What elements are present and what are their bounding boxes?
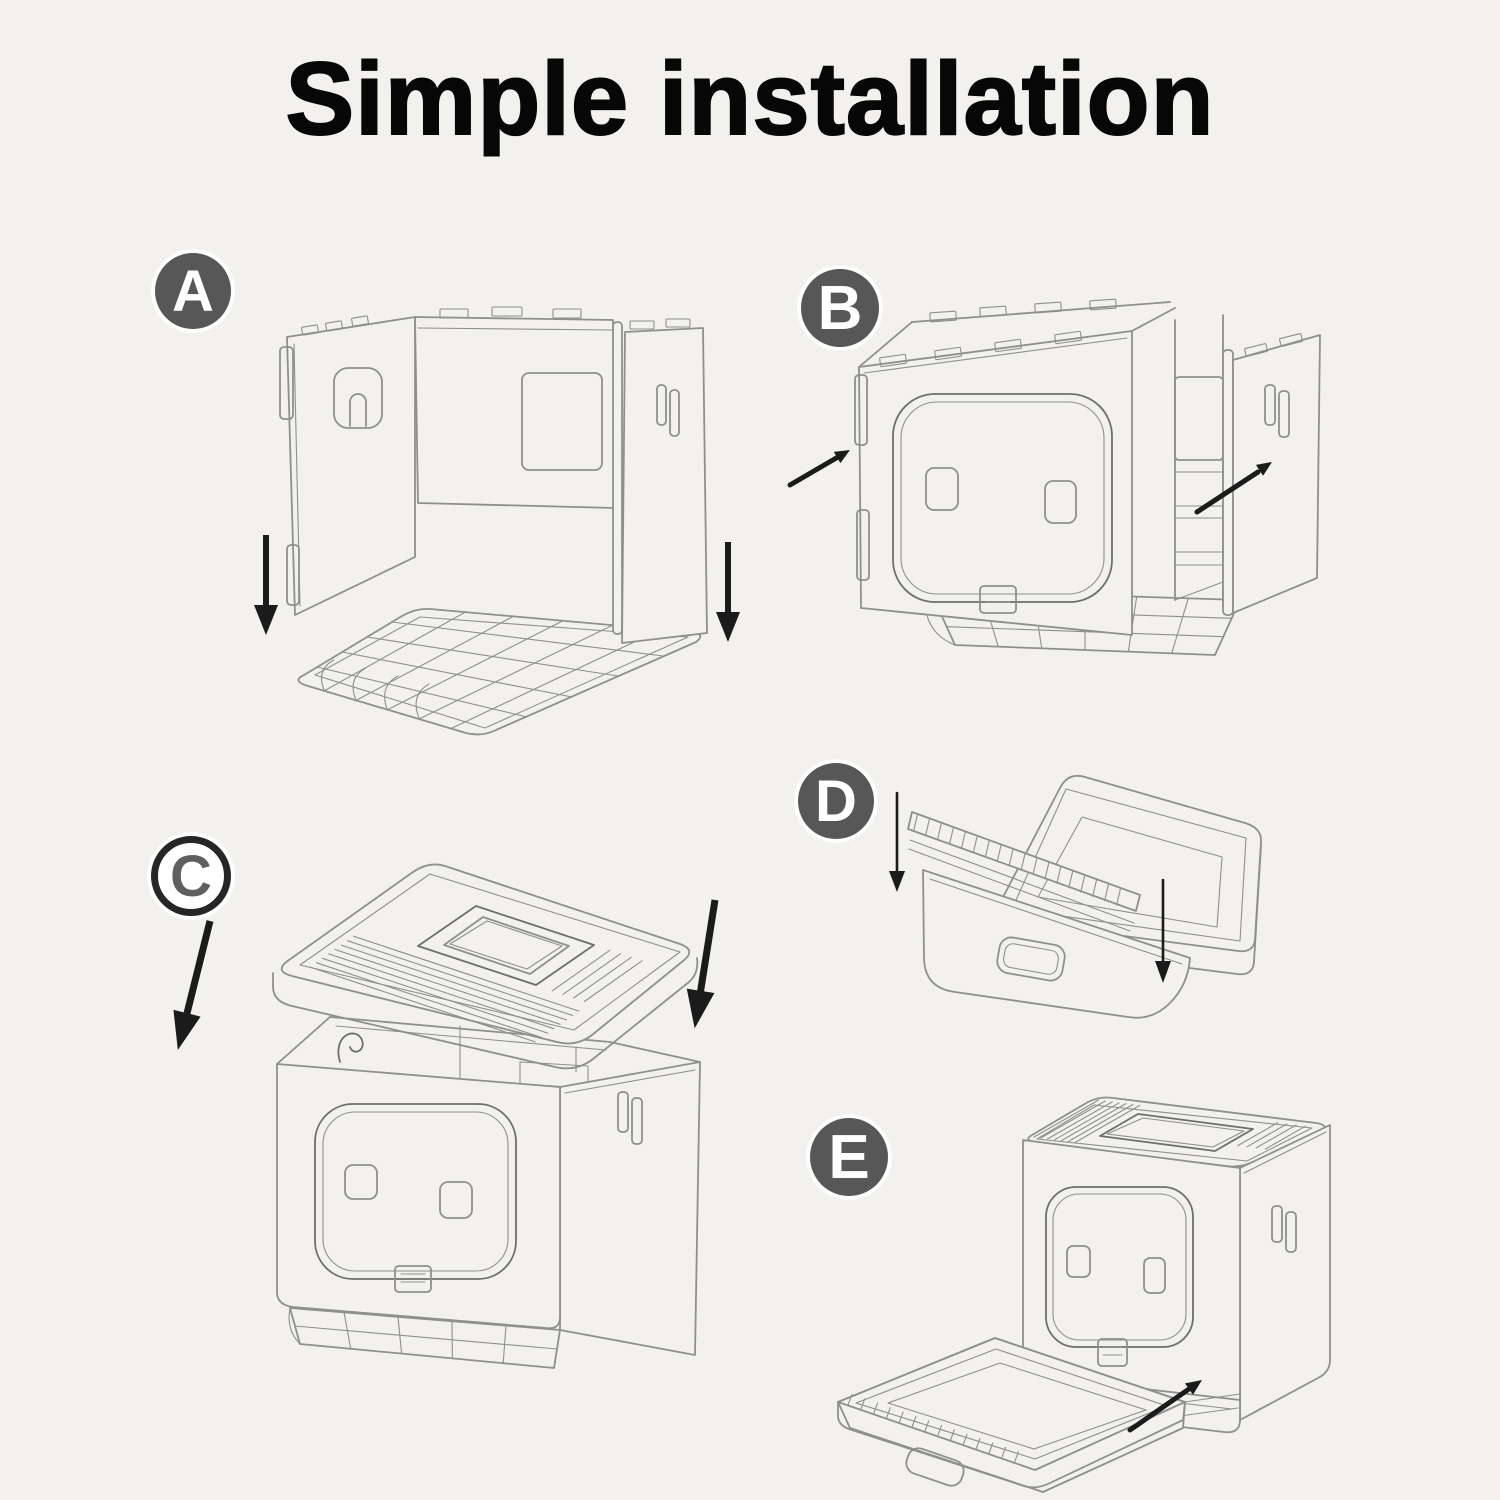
panel-top-tabs	[629, 318, 691, 330]
panel-slot-hole	[656, 384, 680, 437]
vent-grid	[521, 372, 603, 471]
left-side-panel	[279, 315, 416, 616]
drawer-handle	[905, 1447, 965, 1487]
front-door-panel	[854, 330, 1133, 636]
base-grid-lines	[316, 611, 664, 730]
grate-ribs	[847, 1393, 1019, 1464]
panel-slot-hole	[1264, 384, 1290, 438]
back-panel	[414, 306, 616, 509]
waste-drawer	[837, 1337, 1241, 1493]
page-title: Simple installation	[284, 40, 1215, 157]
up-right-arrow-icon	[1127, 1380, 1202, 1433]
grate-ribs	[913, 813, 1122, 906]
door-latch	[979, 585, 1017, 614]
lid-opening	[417, 905, 595, 986]
right-side-panel	[621, 318, 708, 644]
waste-drawer	[922, 869, 1191, 1019]
step-a-illustration-panels-onto-base	[254, 306, 740, 736]
step-c-illustration-lid-onto-box	[173, 863, 719, 1369]
step-c-badge: C	[151, 836, 231, 916]
latch-hook	[337, 1032, 364, 1063]
down-arrow-icon	[889, 791, 905, 892]
lid-ribs	[309, 935, 643, 1043]
panel-handle-hole	[333, 367, 383, 429]
corner-post	[1222, 349, 1234, 616]
corner-post	[612, 321, 623, 635]
down-arrow-icon	[254, 535, 278, 635]
up-right-arrow-icon	[1194, 462, 1272, 515]
step-e-illustration-slide-drawer-in	[837, 1096, 1331, 1493]
step-d-illustration-grate-into-drawer	[889, 774, 1262, 1019]
right-side-panel	[1232, 333, 1321, 614]
step-b-illustration-attach-front-panel	[787, 298, 1321, 656]
lid-opening	[1099, 1113, 1254, 1152]
right-side-panel	[559, 1061, 701, 1356]
panel-top-tabs	[439, 306, 582, 319]
step-b-badge: B	[801, 269, 879, 347]
front-door-panel	[276, 1063, 561, 1330]
vent-grid	[1174, 376, 1224, 461]
finished-box	[1022, 1096, 1331, 1434]
drawer-handle	[996, 936, 1066, 982]
down-arrow-icon	[716, 542, 740, 642]
assembled-box	[276, 1016, 701, 1369]
panel-top-tabs	[301, 315, 369, 336]
box-top-rim	[858, 298, 1176, 368]
top-lid	[272, 863, 699, 1073]
step-a-badge: A	[155, 253, 231, 329]
cat-door-opening	[892, 393, 1113, 614]
grate-strip	[907, 811, 1141, 932]
up-right-arrow-icon	[787, 450, 850, 488]
down-arrow-icon	[173, 920, 214, 1051]
down-arrow-icon	[686, 899, 719, 1029]
down-arrow-icon	[1155, 878, 1171, 983]
lid-ribs	[1033, 1099, 1306, 1150]
base-grid-tray	[297, 607, 702, 736]
interior-back-corner	[1174, 314, 1224, 606]
step-d-badge: D	[798, 763, 874, 839]
right-side-panel	[1239, 1124, 1331, 1421]
step-e-badge: E	[810, 1118, 888, 1196]
base-grid	[288, 1307, 561, 1369]
